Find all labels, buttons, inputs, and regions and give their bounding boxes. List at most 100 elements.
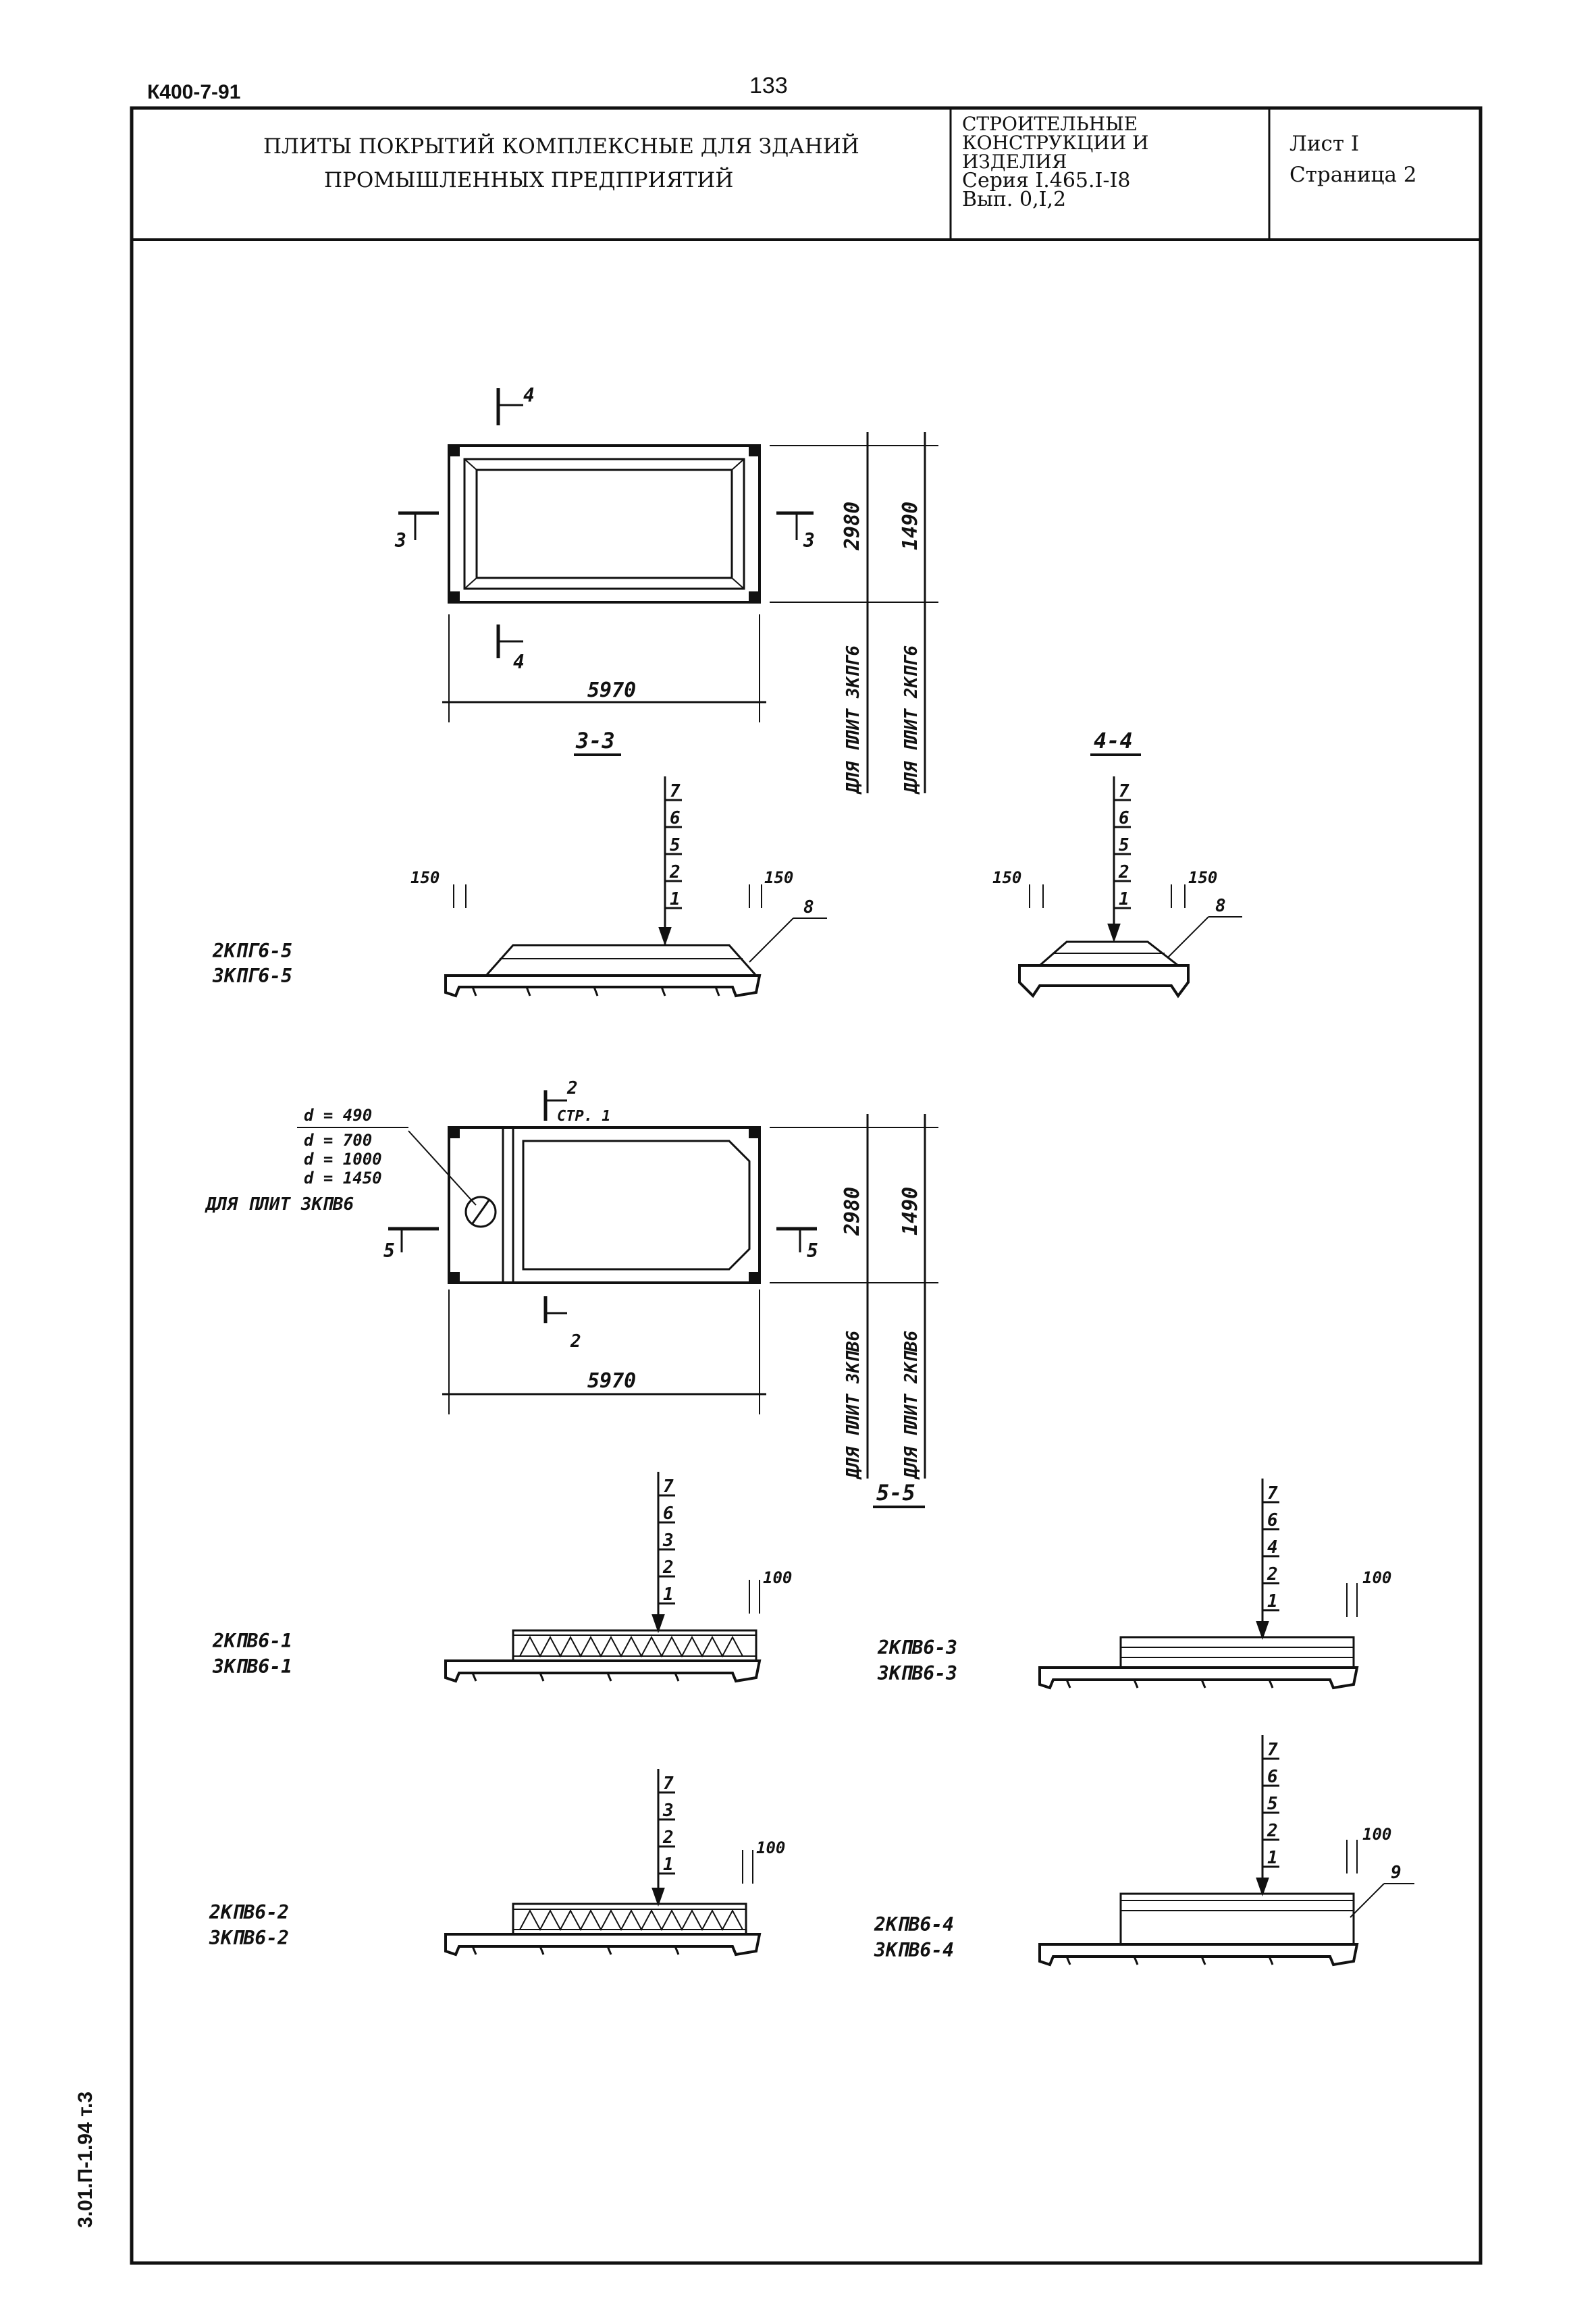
plan-top	[398, 388, 938, 793]
page-label: Страница 2	[1289, 163, 1417, 187]
variant-3-mark-1: 2КПВ6-3	[877, 1637, 957, 1659]
variant-1-mark-2: 3КПВ6-1	[212, 1655, 292, 1678]
variant-1-layer-2: 6	[663, 1504, 674, 1524]
section-3-3-layer-3: 5	[670, 835, 681, 855]
plan-bottom-diameter-4: d = 1450	[304, 1169, 382, 1188]
title-block-category: СТРОИТЕЛЬНЫЕ КОНСТРУКЦИИ И ИЗДЕЛИЯ Серия…	[962, 113, 1149, 211]
variant-4-mark-2: 3КПВ6-4	[874, 1939, 954, 1961]
plan-top-cut4-bottom: 4	[513, 651, 525, 673]
variant-1-layer-4: 2	[662, 1558, 674, 1578]
plan-top-label-right: ДЛЯ ПЛИТ 2КПГ6	[901, 645, 922, 795]
section-3-3-callout: 8	[803, 897, 814, 918]
variant-3-layer-3: 4	[1267, 1537, 1278, 1558]
main-title-line2: ПРОМЫШЛЕННЫХ ПРЕДПРИЯТИЙ	[324, 168, 734, 192]
category-line3: ИЗДЕЛИЯ	[962, 151, 1067, 173]
section-5-5-variant-4	[1038, 1735, 1414, 1967]
plan-bottom-cut2-bottom: 2	[570, 1331, 581, 1352]
plan-bottom-label-right: ДЛЯ ПЛИТ 2КПВ6	[901, 1331, 922, 1480]
variant-1-mark-1: 2КПВ6-1	[212, 1630, 292, 1652]
variant-2-layer-4: 1	[663, 1855, 674, 1875]
plan-bottom-opening-label: ДЛЯ ПЛИТ ЗКПВ6	[205, 1194, 354, 1215]
section-3-3-mark-2: 3КПГ6-5	[212, 965, 292, 987]
plan-bottom-width: 5970	[587, 1369, 636, 1393]
section-5-5-variant-2	[444, 1769, 762, 1957]
variant-4-mark-1: 2КПВ6-4	[874, 1913, 954, 1936]
variant-2-mark-2: 3КПВ6-2	[209, 1927, 289, 1949]
section-3-3-title: 3-3	[575, 728, 615, 753]
section-3-3-layer-1: 7	[670, 781, 681, 801]
section-3-3-edge-right: 150	[764, 868, 793, 887]
plan-bottom-cut5-left: 5	[383, 1240, 395, 1262]
title-block-sheet: Лист I Страница 2	[1289, 128, 1417, 190]
variant-3-layer-2: 6	[1267, 1510, 1278, 1531]
plan-bottom-height-outer: 2980	[841, 1187, 864, 1236]
category-line1: СТРОИТЕЛЬНЫЕ	[962, 113, 1138, 135]
section-4-4-layer-4: 2	[1118, 862, 1129, 882]
plan-top-cut3-left: 3	[394, 529, 406, 552]
variant-4-layer-4: 2	[1267, 1821, 1278, 1841]
variant-1-layer-3: 3	[662, 1531, 674, 1551]
section-3-3-layer-2: 6	[670, 808, 681, 828]
section-5-5-variant-3	[1038, 1479, 1359, 1690]
plan-top-label-left: ДЛЯ ПЛИТ ЗКПГ6	[843, 645, 863, 795]
issue-label: Вып. 0,I,2	[962, 188, 1067, 211]
plan-top-cut3-right: 3	[803, 529, 815, 552]
section-4-4-title: 4-4	[1094, 728, 1133, 753]
variant-2-layer-3: 2	[662, 1828, 674, 1848]
section-3-3-layer-5: 1	[670, 889, 681, 909]
variant-4-layer-3: 5	[1267, 1794, 1278, 1814]
variant-3-layer-1: 7	[1267, 1483, 1278, 1504]
plan-bottom-cut2-ref: СТР. 1	[557, 1108, 610, 1125]
plan-top-cut4-top: 4	[523, 384, 535, 406]
plan-bottom-diameter-3: d = 1000	[304, 1150, 382, 1169]
plan-bottom-diameter-1: d = 490	[304, 1106, 372, 1125]
variant-2-layer-2: 3	[662, 1801, 674, 1821]
plan-bottom	[297, 1090, 938, 1479]
variant-3-layer-5: 1	[1267, 1591, 1278, 1612]
variant-1-edge: 100	[763, 1568, 792, 1587]
plan-bottom-cut5-right: 5	[807, 1240, 818, 1262]
variant-4-callout: 9	[1391, 1863, 1402, 1883]
section-4-4-layer-1: 7	[1119, 781, 1129, 801]
plan-top-width: 5970	[587, 679, 636, 702]
section-4-4-edge-right: 150	[1188, 868, 1217, 887]
section-3-3-layer-4: 2	[669, 862, 681, 882]
plan-top-height-inner: 1490	[899, 502, 922, 550]
variant-4-layer-5: 1	[1267, 1848, 1278, 1868]
variant-4-layer-2: 6	[1267, 1767, 1278, 1787]
title-block-main: ПЛИТЫ ПОКРЫТИЙ КОМПЛЕКСНЫЕ ДЛЯ ЗДАНИЙ ПР…	[263, 130, 859, 197]
section-4-4-callout: 8	[1215, 896, 1226, 916]
section-4-4-drawing	[1018, 776, 1242, 999]
plan-top-height-outer: 2980	[841, 502, 864, 551]
main-title-line1: ПЛИТЫ ПОКРЫТИЙ КОМПЛЕКСНЫЕ ДЛЯ ЗДАНИЙ	[263, 134, 859, 159]
plan-bottom-diameter-2: d = 700	[304, 1131, 372, 1150]
variant-3-mark-2: 3КПВ6-3	[877, 1662, 957, 1684]
section-3-3-edge-left: 150	[410, 868, 440, 887]
variant-2-layer-1: 7	[663, 1774, 674, 1794]
section-4-4-layer-2: 6	[1119, 808, 1129, 828]
section-3-3-drawing	[444, 776, 827, 998]
page-number: 133	[749, 73, 788, 99]
document-code: К400-7-91	[147, 81, 241, 103]
variant-4-edge: 100	[1362, 1825, 1391, 1844]
variant-2-edge: 100	[756, 1838, 785, 1857]
plan-bottom-cut2-top: 2	[566, 1078, 578, 1098]
variant-3-layer-4: 2	[1267, 1564, 1278, 1585]
section-5-5-variant-1	[444, 1472, 762, 1683]
series-label: Серия I.465.I-I8	[962, 169, 1131, 192]
variant-1-layer-5: 1	[663, 1585, 674, 1605]
variant-1-layer-1: 7	[663, 1477, 674, 1497]
section-4-4-layer-5: 1	[1119, 889, 1129, 909]
section-3-3-mark-1: 2КПГ6-5	[212, 940, 292, 962]
variant-2-mark-1: 2КПВ6-2	[209, 1901, 289, 1923]
plan-bottom-height-inner: 1490	[899, 1187, 922, 1235]
variant-4-layer-1: 7	[1267, 1740, 1278, 1760]
section-5-5-title: 5-5	[876, 1480, 915, 1506]
sheet-label: Лист I	[1289, 132, 1360, 156]
section-4-4-edge-left: 150	[992, 868, 1021, 887]
variant-3-edge: 100	[1362, 1568, 1391, 1587]
category-line2: КОНСТРУКЦИИ И	[962, 132, 1149, 154]
plan-bottom-label-left: ДЛЯ ПЛИТ ЗКПВ6	[843, 1331, 863, 1480]
